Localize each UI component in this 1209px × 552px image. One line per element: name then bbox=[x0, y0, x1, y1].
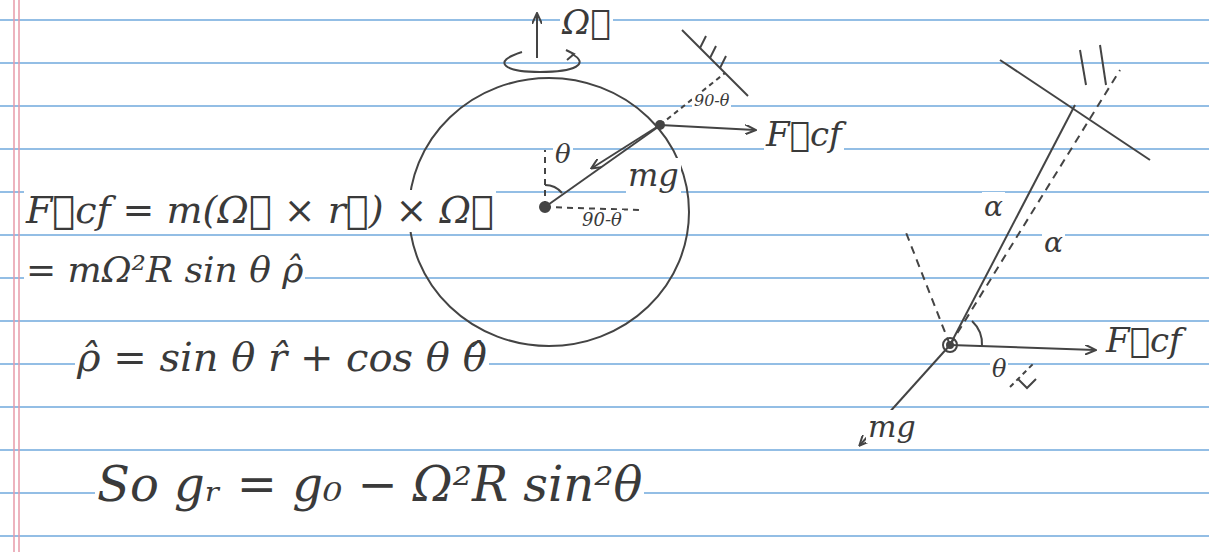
equation: = mΩ²R sin θ ρ̂ bbox=[24, 250, 305, 290]
equation: So gᵣ = g₀ − Ω²R sin²θ bbox=[95, 458, 644, 511]
omega-vector: Ω⃗ bbox=[560, 4, 613, 41]
angle-label: 90-θ bbox=[692, 92, 731, 110]
equation: F⃗cf = m(Ω⃗ × r⃗) × Ω⃗ bbox=[24, 190, 496, 232]
ruled-lines bbox=[0, 20, 1209, 536]
force-label: F⃗cf bbox=[1104, 322, 1184, 359]
angle-label: θ bbox=[990, 356, 1008, 382]
angle-label: 90-θ bbox=[580, 210, 624, 230]
angle-label: θ bbox=[553, 140, 573, 169]
force-label: F⃗cf bbox=[764, 116, 844, 153]
slope-sketch bbox=[860, 45, 1150, 445]
earth-sketch bbox=[409, 14, 755, 346]
equation: ρ̂ = sin θ r̂ + cos θ θ̂ bbox=[75, 335, 489, 379]
force-label: mg bbox=[626, 158, 681, 193]
angle-label: α bbox=[1042, 228, 1065, 259]
force-label: mg bbox=[866, 410, 918, 443]
margin-line bbox=[14, 0, 19, 552]
angle-label: α bbox=[982, 192, 1005, 223]
